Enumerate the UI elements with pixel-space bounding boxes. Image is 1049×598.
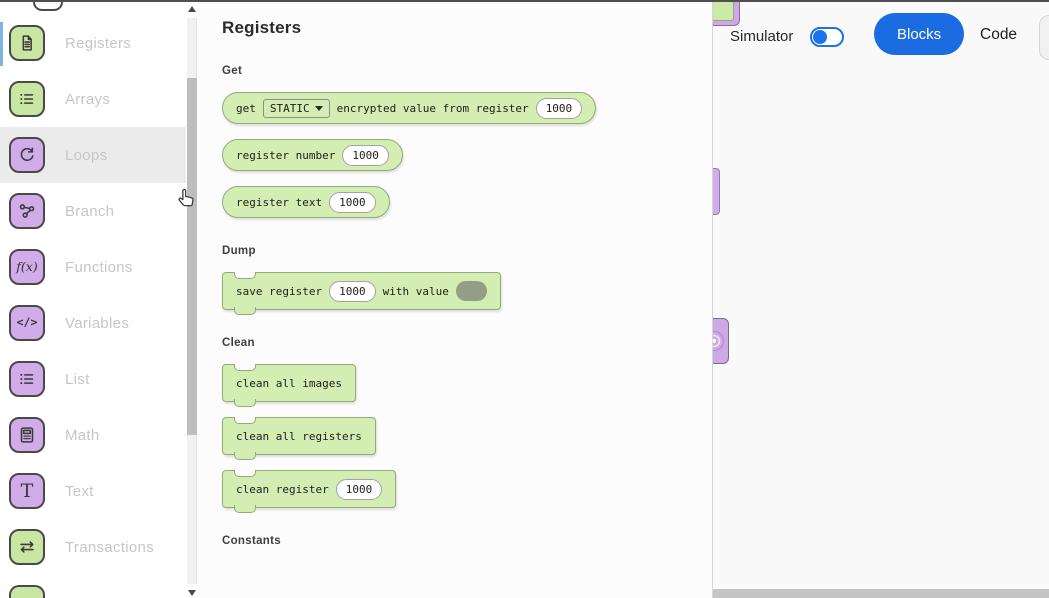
block-label: clean register: [236, 482, 329, 496]
clipped-workspace-block[interactable]: [713, 2, 740, 26]
sidebar-item-functions[interactable]: f(x) Functions: [0, 239, 186, 295]
flyout-section-label: Constants: [222, 535, 281, 547]
bulleted-list-icon: [9, 361, 45, 397]
flyout-section-label: Clean: [222, 337, 255, 349]
sidebar-item-label: Functions: [65, 258, 133, 276]
document-icon: [9, 25, 45, 61]
toolbox-scrollbar[interactable]: [186, 0, 198, 598]
flyout-content: Get get STATIC encrypted value from registe…: [222, 65, 712, 547]
block-label: encrypted value from register: [336, 101, 529, 115]
sidebar-item-label: List: [65, 370, 90, 388]
value-input[interactable]: 1000: [535, 97, 583, 119]
clipped-category-icon-bottom[interactable]: [9, 585, 45, 598]
mouse-cursor-icon: [175, 187, 197, 216]
value-input[interactable]: 1000: [329, 280, 376, 302]
clipped-inner-block: [713, 2, 734, 21]
sidebar-item-label: Arrays: [65, 90, 111, 108]
sidebar-item-loops[interactable]: Loops: [0, 127, 186, 183]
flyout-title: Registers: [222, 18, 302, 37]
block-label: clean all registers: [236, 429, 362, 443]
branch-nodes-icon: [9, 193, 45, 229]
code-tab-button[interactable]: Code: [980, 26, 1018, 43]
sidebar-item-transactions[interactable]: Transactions: [0, 519, 186, 575]
value-input[interactable]: 1000: [342, 144, 389, 166]
clean-all-registers-block[interactable]: clean all registers: [222, 417, 376, 460]
code-brackets-icon: </>: [9, 305, 45, 341]
save-register-block[interactable]: save register 1000 with value: [222, 272, 501, 315]
register-text-block[interactable]: register text 1000: [222, 186, 390, 218]
blockly-workspace[interactable]: Simulator Blocks Code: [713, 0, 1049, 598]
register-number-block[interactable]: register number 1000: [222, 139, 403, 171]
top-border: [0, 0, 1049, 2]
flyout-section-label: Get: [222, 65, 243, 77]
block-label: with value: [382, 284, 449, 298]
sidebar-item-branch[interactable]: Branch: [0, 183, 186, 239]
sidebar-item-math[interactable]: Math: [0, 407, 186, 463]
sidebar-item-label: Text: [65, 482, 94, 500]
sidebar-item-label: Variables: [65, 314, 130, 332]
loop-rings-icon: [713, 330, 725, 352]
sidebar-item-label: Branch: [65, 202, 115, 220]
block-label: clean all images: [236, 376, 342, 390]
sidebar-item-label: Registers: [65, 34, 132, 52]
sidebar-item-label: Math: [65, 426, 100, 444]
simulator-label: Simulator: [730, 28, 794, 45]
sidebar-item-variables[interactable]: </> Variables: [0, 295, 186, 351]
scrollbar-track[interactable]: [187, 18, 197, 584]
sidebar-item-registers[interactable]: Registers: [0, 15, 186, 71]
function-icon: f(x): [9, 249, 45, 285]
horizontal-scrollbar[interactable]: [713, 589, 1049, 598]
block-label: get: [236, 101, 256, 115]
scroll-down-arrow-icon[interactable]: [188, 590, 196, 596]
scroll-up-arrow-icon[interactable]: [188, 6, 196, 12]
loop-arrow-icon: [9, 137, 45, 173]
sidebar-item-text[interactable]: T Text: [0, 463, 186, 519]
value-input[interactable]: 1000: [335, 478, 383, 500]
calculator-icon: [9, 417, 45, 453]
dropdown-field[interactable]: STATIC: [262, 98, 330, 118]
swap-arrows-icon: [9, 529, 45, 565]
text-t-icon: T: [9, 473, 45, 509]
flyout-section-constants: Constants: [222, 535, 712, 547]
get-encrypted-value-block[interactable]: get STATIC encrypted value from register 10…: [222, 92, 597, 124]
block-label: register text: [236, 195, 323, 209]
clipped-workspace-block[interactable]: [713, 168, 720, 215]
sidebar-item-arrays[interactable]: Arrays: [0, 71, 186, 127]
bulleted-list-icon: [9, 81, 45, 117]
flyout-section-clean: Clean clean all images clean all registers…: [222, 337, 712, 513]
value-input[interactable]: 1000: [329, 191, 376, 213]
flyout-section-get: Get get STATIC encrypted value from registe…: [222, 65, 712, 218]
blocks-tab-button[interactable]: Blocks: [874, 13, 965, 55]
sidebar-item-label: Transactions: [65, 538, 154, 556]
clipped-category-icon-top[interactable]: [33, 2, 63, 11]
dropdown-caret-icon: [314, 105, 323, 111]
scrollbar-thumb[interactable]: [187, 78, 197, 435]
selected-category-indicator: [0, 22, 3, 66]
flyout-section-label: Dump: [222, 245, 256, 257]
sidebar-item-label: Loops: [65, 146, 108, 164]
simulator-toggle[interactable]: [810, 27, 844, 47]
block-label: save register: [236, 284, 323, 298]
empty-input-socket: [455, 281, 487, 301]
block-label: register number: [236, 148, 336, 162]
flyout-section-dump: Dump save register 1000 with value: [222, 245, 712, 315]
toggle-knob: [813, 30, 827, 44]
block-flyout-panel: Registers Get get STATIC encrypted value fr…: [198, 0, 713, 598]
clipped-workspace-block[interactable]: [713, 318, 729, 364]
sidebar-item-list[interactable]: List: [0, 351, 186, 407]
clean-all-images-block[interactable]: clean all images: [222, 364, 356, 407]
dropdown-value: STATIC: [269, 101, 310, 115]
clipped-right-button[interactable]: [1039, 15, 1049, 60]
clean-register-block[interactable]: clean register 1000: [222, 470, 397, 513]
